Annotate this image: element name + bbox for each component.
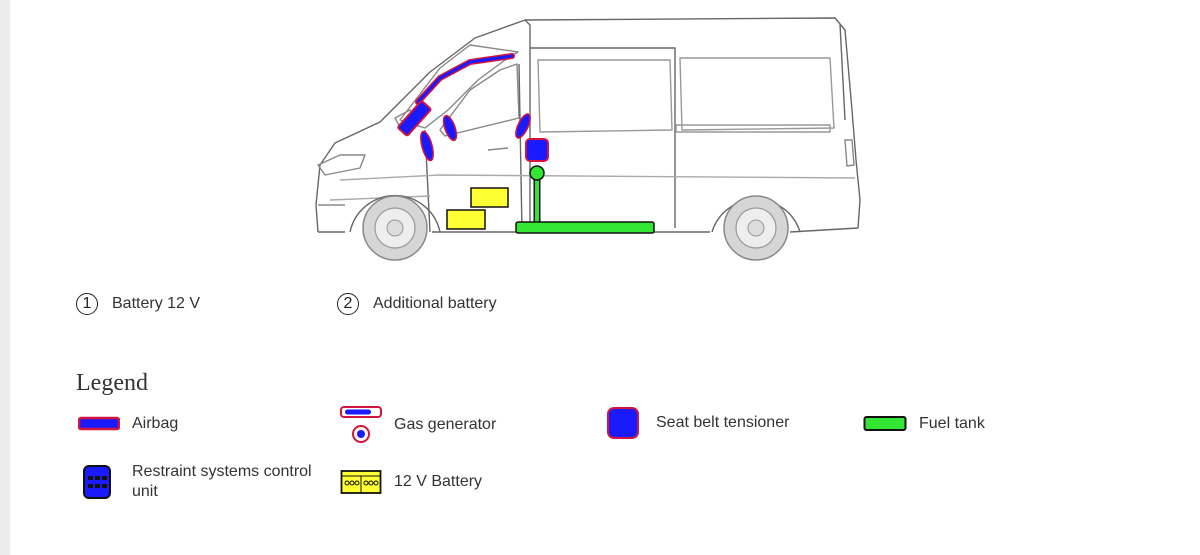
roof-airbag-inner	[416, 54, 514, 104]
fuel-filler	[529, 165, 545, 181]
legend-item-seat-belt-tensioner: Seat belt tensioner	[606, 406, 789, 440]
legend-item-gas-generator: Gas generator	[340, 404, 496, 446]
callout-number-2: 2	[337, 293, 359, 315]
battery-12v-icon	[340, 470, 382, 494]
callout-battery-12v: 1 Battery 12 V	[76, 293, 200, 315]
knee-airbag	[420, 130, 434, 162]
b-pillar-airbag	[515, 113, 531, 139]
legend-item-fuel-tank: Fuel tank	[863, 414, 985, 434]
legend-item-battery-12v: 12 V Battery	[340, 468, 482, 496]
legend-item-restraint-control-unit: Restraint systems control unit	[82, 462, 322, 502]
side-airbag	[442, 114, 458, 142]
battery-12v	[470, 187, 509, 208]
legend-label-restraint-control-unit: Restraint systems control unit	[132, 463, 312, 500]
legend-label-fuel-tank: Fuel tank	[919, 415, 985, 432]
legend-title: Legend	[76, 370, 148, 396]
fuel-tank-icon	[863, 416, 907, 431]
legend-item-airbag: Airbag	[78, 413, 178, 435]
diagram-page: 1 Battery 12 V 2 Additional battery Lege…	[10, 0, 1200, 555]
front-wheel	[362, 195, 428, 261]
van-diagram	[315, 17, 861, 261]
gas-generator-icon	[340, 406, 382, 443]
callout-additional-battery: 2 Additional battery	[337, 293, 497, 315]
legend-label-seat-belt-tensioner: Seat belt tensioner	[656, 414, 790, 431]
callout-label-battery-12v: Battery 12 V	[112, 295, 201, 312]
legend-label-battery-12v: 12 V Battery	[394, 473, 483, 490]
legend-label-gas-generator: Gas generator	[394, 416, 497, 433]
seat-belt-tensioner	[525, 138, 549, 162]
callout-label-additional-battery: Additional battery	[373, 295, 497, 312]
legend-label-airbag: Airbag	[132, 415, 179, 432]
fuel-tank	[515, 221, 655, 234]
restraint-control-unit-icon	[83, 465, 111, 499]
dashboard-airbag	[397, 100, 432, 137]
rear-wheel	[723, 195, 789, 261]
seat-belt-tensioner-icon	[607, 407, 639, 439]
callout-number-1: 1	[76, 293, 98, 315]
airbag-icon	[78, 416, 120, 431]
additional-battery	[446, 209, 486, 230]
